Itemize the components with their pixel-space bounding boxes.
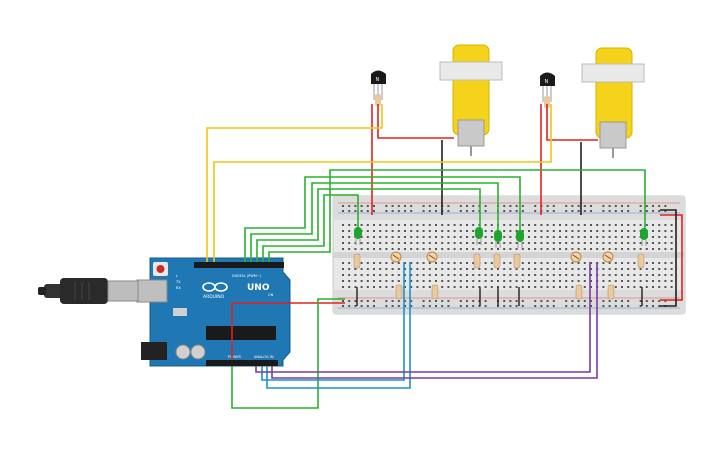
yellow-wire [206, 104, 383, 262]
rx-led-label: RX [176, 286, 181, 290]
led-icon [516, 230, 524, 248]
resistor-icon [431, 284, 439, 300]
resistor-icon [637, 253, 645, 269]
power-jack [141, 342, 167, 360]
red-wire [231, 302, 345, 360]
capacitor-1 [175, 344, 191, 360]
resistor-icon [353, 253, 361, 269]
crystal [173, 308, 187, 316]
resistor-icon [575, 284, 583, 300]
transistor-label: N [545, 79, 549, 85]
photoresistor-icon [570, 251, 582, 263]
analog-header-label: ANALOG IN [254, 355, 274, 359]
reset-button-cap [156, 265, 165, 273]
usb-port [136, 279, 168, 303]
resistors [353, 253, 645, 300]
l-led-label: L [176, 274, 178, 278]
green-wire [256, 188, 481, 262]
dc-motor-icon[interactable] [439, 44, 503, 156]
red-wire [377, 104, 454, 139]
purple-wire [271, 262, 598, 379]
breadboard[interactable] [332, 195, 686, 315]
resistor-icon [395, 284, 403, 300]
green-wire [250, 182, 499, 262]
capacitor-2 [190, 344, 206, 360]
power-header-label: POWER [228, 355, 242, 359]
tx-led-label: TX [175, 280, 181, 284]
wires [206, 104, 683, 409]
led-icon [354, 227, 362, 245]
digital-header[interactable] [194, 262, 284, 268]
resistor-icon [544, 96, 550, 108]
green-wire [231, 298, 345, 409]
yellow-wire [213, 104, 552, 262]
dc-motor-icon[interactable] [581, 47, 645, 158]
red-wire [546, 104, 598, 141]
blue-wire [266, 262, 411, 389]
atmega-chip [206, 326, 276, 340]
npn-transistor-icon[interactable]: N [371, 70, 386, 107]
on-led-label: ON [268, 293, 274, 297]
digital-header-label: DIGITAL (PWM~) [232, 274, 262, 278]
led-icon [640, 228, 648, 246]
arduino-uno-board[interactable]: UNO ARDUINO DIGITAL (PWM~) POWER ANALOG … [136, 257, 291, 367]
photoresistor-icon [426, 251, 438, 263]
resistor-icon [493, 253, 501, 269]
photoresistors [390, 251, 614, 263]
black-wire [660, 209, 677, 307]
breadboard-holes [342, 205, 673, 307]
green-wire [244, 176, 521, 262]
led-icon [475, 227, 483, 245]
resistor-icon [473, 253, 481, 269]
purple-wire [255, 262, 591, 373]
red-wire [660, 214, 683, 301]
resistor-icon [375, 94, 381, 106]
leds [354, 227, 648, 248]
green-wire [262, 194, 359, 262]
power-analog-header[interactable] [206, 360, 278, 366]
led-icon [494, 230, 502, 248]
arduino-logo-icon [202, 282, 228, 292]
transistor-label: N [376, 77, 380, 83]
npn-transistor-icon[interactable]: N [540, 72, 555, 109]
photoresistor-icon [602, 251, 614, 263]
board-brand-label: ARDUINO [203, 294, 225, 300]
usb-cable [38, 278, 139, 304]
green-wire [268, 169, 646, 262]
board-model-label: UNO [247, 283, 270, 293]
photoresistor-icon [390, 251, 402, 263]
bb-jumpers [356, 287, 643, 306]
blue-wire [261, 262, 405, 381]
resistor-icon [607, 284, 615, 300]
resistor-icon [513, 253, 521, 269]
usb-plug-icon [60, 278, 108, 304]
